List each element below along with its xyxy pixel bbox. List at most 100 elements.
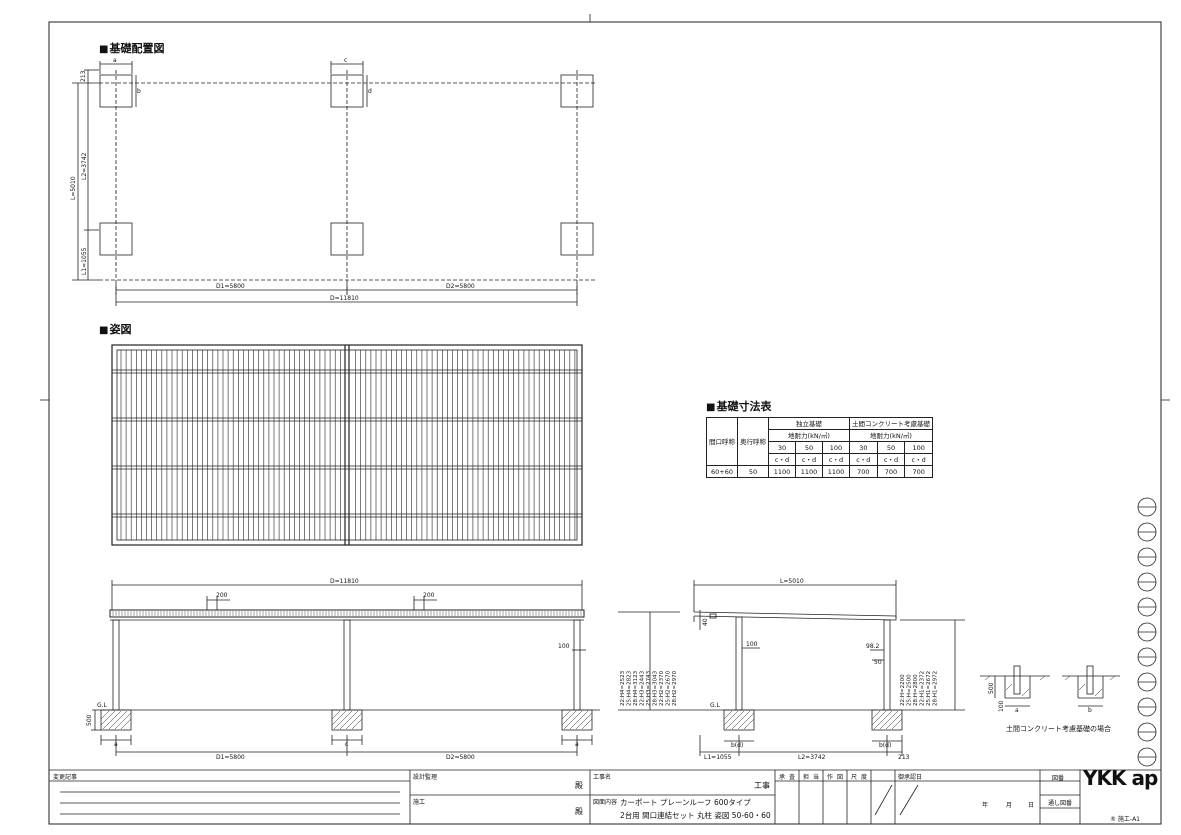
th-load: 100: [822, 441, 850, 454]
plan-dim-D2: D2=5800: [446, 283, 475, 290]
title-block: [49, 769, 1161, 824]
tb-design-supervision: 設計監理: [413, 774, 438, 781]
detail-dim-500: 500: [988, 682, 995, 694]
height-annotation: 22:H3=2443: [640, 670, 646, 706]
tb-content-label: 図面内容: [593, 799, 618, 806]
height-annotation: 25:H3=2743: [646, 670, 652, 706]
th-cd: c・d: [876, 453, 906, 466]
side-dim-40: 40: [702, 618, 709, 626]
th-load: 30: [768, 441, 796, 454]
side-dim-bd-right: b(d): [879, 742, 891, 749]
tb-approval-date: 御承認日: [898, 774, 923, 781]
tb-year: 年: [982, 802, 989, 809]
detail-dim-a: a: [1015, 707, 1019, 714]
th-cd: c・d: [904, 453, 933, 466]
tb-content-line-1: カーポート プレーンルーフ 600タイプ: [620, 798, 751, 807]
height-annotation: 25:H4=2823: [627, 670, 633, 706]
plan-dim-a: a: [113, 57, 117, 64]
detail-dim-b: b: [1088, 707, 1092, 714]
tb-sheet-code: ® 施工-A1: [1110, 816, 1140, 823]
side-dim-L: L=5010: [780, 578, 804, 585]
tb-construction: 施工: [413, 799, 426, 806]
side-dim-L1: L1=1055: [704, 754, 732, 761]
height-annotation: 28:H2=2970: [672, 670, 678, 706]
th-bearing-2: 地耐力(kN/㎡): [849, 429, 933, 442]
detail-dim-100: 100: [998, 700, 1005, 712]
front-dim-D: D=11810: [330, 578, 359, 585]
height-annotation: 28:H=2800: [913, 674, 919, 706]
tb-content-line-2: 2台用 間口連結セット 丸柱 姿図 50-60・60: [620, 811, 771, 820]
cell-value: 1100: [822, 465, 850, 478]
plan-dim-L2: L2=3742: [81, 152, 88, 180]
height-annotation: 22:H4=2523: [620, 670, 626, 706]
tb-project-name-label: 工事名: [593, 774, 612, 781]
cell-value: 700: [904, 465, 933, 478]
front-dim-500: 500: [86, 714, 93, 726]
th-independent: 独立基礎: [768, 417, 850, 430]
th-load: 50: [795, 441, 823, 454]
th-load: 50: [876, 441, 906, 454]
th-depth: 奥行呼称: [737, 417, 769, 466]
side-gl: G.L: [710, 702, 721, 709]
title-foundation-table: 基礎寸法表: [706, 398, 771, 414]
tb-stamp: 尺: [851, 774, 858, 781]
th-cd: c・d: [768, 453, 796, 466]
tb-dono-1: 殿: [575, 781, 583, 790]
plan-dim-213: 213: [80, 70, 87, 82]
tb-koji: 工事: [754, 781, 770, 790]
front-dim-D2: D2=5800: [446, 754, 475, 761]
tb-stamp: 担: [803, 774, 810, 781]
side-dim-L2: L2=3742: [798, 754, 826, 761]
front-elevation: [91, 580, 600, 756]
th-slab: 土間コンクリート考慮基礎: [849, 417, 933, 430]
front-dim-c: c: [345, 741, 348, 748]
height-annotation: 22:H1=2372: [920, 671, 926, 706]
front-dim-200-right: 200: [423, 592, 435, 599]
height-annotation: 22:H2=2370: [659, 670, 665, 706]
plan-dim-L: L=5010: [70, 176, 77, 200]
front-dim-D1: D1=5800: [216, 754, 245, 761]
margin-circles: [1137, 497, 1157, 767]
plan-dim-L1: L1=1055: [81, 247, 88, 275]
th-bearing-1: 地耐力(kN/㎡): [768, 429, 850, 442]
th-load: 30: [849, 441, 878, 454]
title-elevation: 姿図: [99, 321, 131, 337]
tb-stamp: 査: [789, 774, 796, 781]
height-annotation: 22:H=2200: [900, 674, 906, 706]
plan-dim-d: d: [368, 88, 372, 95]
height-annotation: 28:H4=3123: [633, 670, 639, 706]
ykk-ap-logo: YKK ap: [1083, 766, 1158, 790]
front-dim-100: 100: [558, 643, 570, 650]
height-annotation: 25:H1=2672: [926, 671, 932, 706]
front-gl: G.L: [97, 702, 108, 709]
title-foundation-layout: 基礎配置図: [99, 40, 164, 56]
plan-dim-c: c: [344, 57, 347, 64]
tb-month: 月: [1006, 802, 1013, 809]
slab-details: [980, 665, 1120, 707]
front-dim-a-left: a: [114, 741, 118, 748]
tb-stamp: 度: [861, 774, 868, 781]
th-cd: c・d: [849, 453, 878, 466]
tb-change-log: 変更記事: [53, 774, 78, 781]
tb-stamp: 承: [779, 774, 786, 781]
th-load: 100: [904, 441, 933, 454]
foundation-plan: [72, 61, 595, 306]
front-dim-a-right: a: [575, 741, 579, 748]
plan-dim-D: D=11810: [330, 295, 359, 302]
tb-drawing-no: 図番: [1052, 775, 1065, 782]
cell-value: 1100: [795, 465, 823, 478]
cell-width: 60+60: [706, 465, 738, 478]
cell-depth: 50: [737, 465, 769, 478]
height-annotation: 28:H3=3043: [653, 670, 659, 706]
th-cd: c・d: [822, 453, 850, 466]
side-elevation: [618, 580, 965, 756]
th-width: 間口呼称: [706, 417, 738, 466]
detail-caption: 土間コンクリート考慮基礎の場合: [1006, 725, 1111, 733]
height-annotation: 25:H=2500: [907, 674, 913, 706]
tb-stamp: 図: [837, 774, 844, 781]
foundation-table: 間口呼称 奥行呼称 独立基礎 土間コンクリート考慮基礎 地耐力(kN/㎡) 地耐…: [706, 417, 933, 478]
side-dim-100: 100: [746, 641, 758, 648]
cell-value: 1100: [768, 465, 796, 478]
side-dim-50: 50: [874, 659, 882, 666]
